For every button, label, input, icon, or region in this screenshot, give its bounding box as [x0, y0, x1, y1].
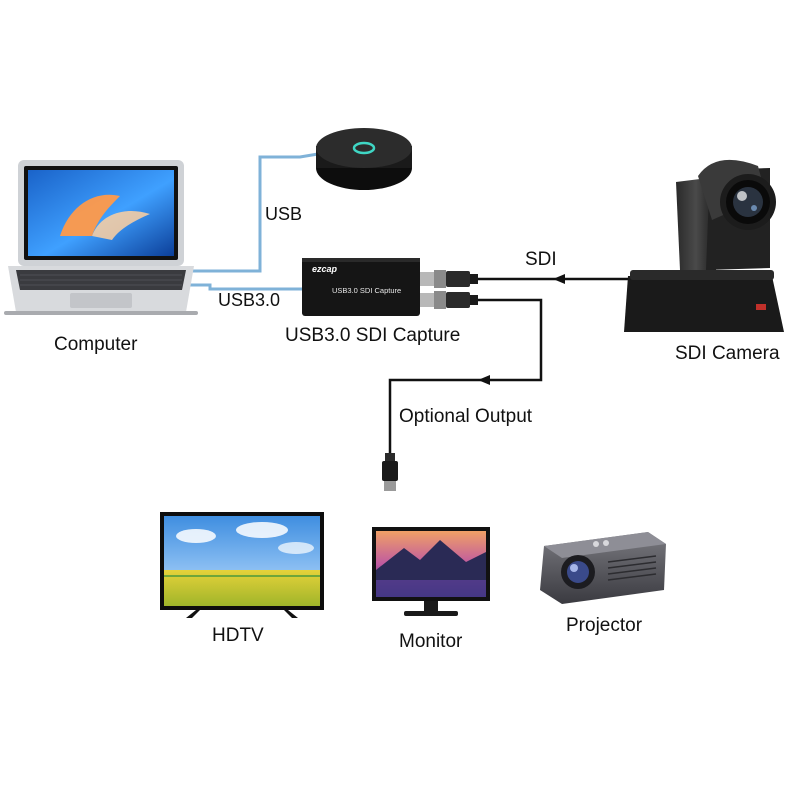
sdi-input-cable [478, 274, 635, 284]
device-brand: ezcap [312, 264, 338, 274]
usb-cable-to-speakerphone [185, 152, 319, 273]
usb3-cable-to-capture [185, 283, 304, 291]
label-sdi: SDI [525, 249, 557, 270]
arrow-left-icon [478, 375, 490, 385]
label-usb3: USB3.0 [218, 290, 281, 310]
tv-icon [160, 512, 324, 618]
bnc-connector-out [420, 291, 478, 309]
label-hdtv: HDTV [212, 625, 264, 646]
label-monitor: Monitor [399, 631, 463, 652]
label-projector: Projector [566, 615, 643, 636]
laptop-icon [4, 160, 198, 315]
sdi-output-cable [388, 298, 543, 455]
label-capture-device: USB3.0 SDI Capture [285, 325, 461, 346]
bnc-connector-in [420, 270, 478, 288]
projector-icon [540, 532, 666, 604]
ptz-camera-icon [624, 159, 784, 332]
device-face-label: USB3.0 SDI Capture [332, 286, 401, 295]
speakerphone-icon [316, 128, 412, 190]
bnc-plug-icon [382, 453, 398, 491]
capture-device-icon: ezcap USB3.0 SDI Capture [302, 258, 478, 316]
monitor-icon [372, 527, 490, 616]
label-usb: USB [265, 204, 303, 224]
arrow-left-icon [553, 274, 565, 284]
label-computer: Computer [54, 334, 138, 355]
label-sdi-camera: SDI Camera [675, 343, 780, 364]
label-optional-output: Optional Output [399, 406, 533, 427]
